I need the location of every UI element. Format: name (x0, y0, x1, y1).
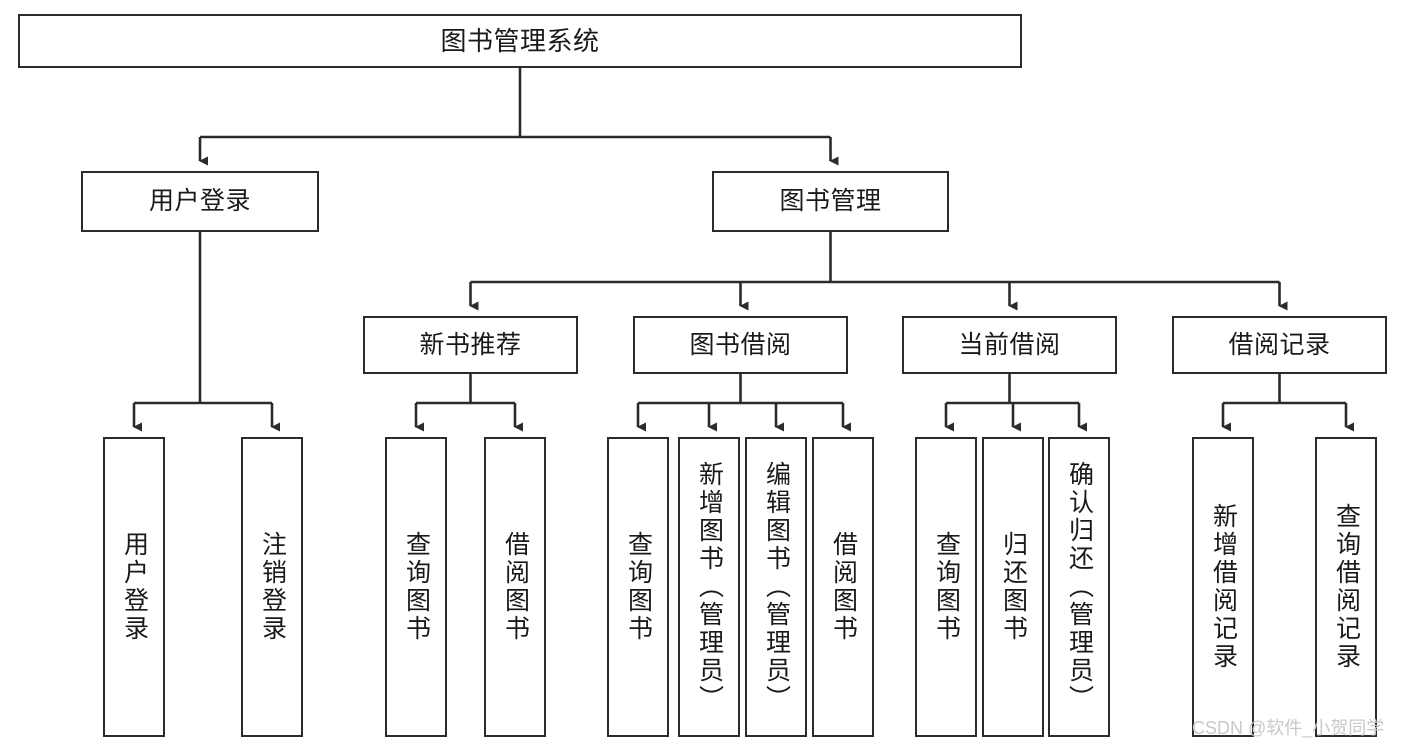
node-label: 查询图书 (932, 531, 961, 643)
node-leaf-query-book-current[interactable]: 查询图书 (915, 437, 977, 737)
node-book-management[interactable]: 图书管理 (712, 171, 949, 232)
node-label: 图书借阅 (689, 330, 792, 359)
node-leaf-query-borrow-record[interactable]: 查询借阅记录 (1315, 437, 1377, 737)
node-user-login[interactable]: 用户登录 (81, 171, 319, 232)
csdn-watermark: CSDN @软件_小贺同学 (1192, 718, 1385, 738)
node-label: 借阅图书 (501, 531, 530, 643)
node-label: 新书推荐 (419, 330, 522, 359)
node-book-borrow[interactable]: 图书借阅 (633, 316, 848, 374)
node-label: 注销登录 (258, 531, 287, 643)
node-label: 归还图书 (999, 531, 1028, 643)
node-label: 借阅记录 (1228, 330, 1331, 359)
node-label: 用户登录 (120, 531, 149, 643)
node-leaf-user-login[interactable]: 用户登录 (103, 437, 165, 737)
node-leaf-borrow-book-recommend[interactable]: 借阅图书 (484, 437, 546, 737)
node-label: 图书管理 (779, 187, 882, 215)
node-label: 查询借阅记录 (1332, 503, 1361, 671)
node-leaf-add-book[interactable]: 新增图书（管理员） (678, 437, 740, 737)
node-label: 借阅图书 (829, 531, 858, 643)
node-label: 新增图书（管理员） (695, 461, 724, 713)
node-leaf-query-book-recommend[interactable]: 查询图书 (385, 437, 447, 737)
node-label: 查询图书 (624, 531, 653, 643)
node-leaf-query-book-borrow[interactable]: 查询图书 (607, 437, 669, 737)
node-label: 新增借阅记录 (1209, 503, 1238, 671)
node-leaf-borrow-book[interactable]: 借阅图书 (812, 437, 874, 737)
node-leaf-edit-book[interactable]: 编辑图书（管理员） (745, 437, 807, 737)
node-label: 查询图书 (402, 531, 431, 643)
node-leaf-add-borrow-record[interactable]: 新增借阅记录 (1192, 437, 1254, 737)
node-label: 用户登录 (148, 187, 251, 215)
node-new-book-recommend[interactable]: 新书推荐 (363, 316, 578, 374)
node-leaf-confirm-return[interactable]: 确认归还（管理员） (1048, 437, 1110, 737)
node-label: 当前借阅 (958, 330, 1061, 359)
node-leaf-logout[interactable]: 注销登录 (241, 437, 303, 737)
node-label: 编辑图书（管理员） (762, 461, 791, 713)
node-current-borrow[interactable]: 当前借阅 (902, 316, 1117, 374)
node-borrow-record[interactable]: 借阅记录 (1172, 316, 1387, 374)
node-label: 确认归还（管理员） (1065, 461, 1094, 713)
node-root[interactable]: 图书管理系统 (18, 14, 1022, 68)
node-leaf-return-book[interactable]: 归还图书 (982, 437, 1044, 737)
node-label: 图书管理系统 (440, 25, 600, 56)
